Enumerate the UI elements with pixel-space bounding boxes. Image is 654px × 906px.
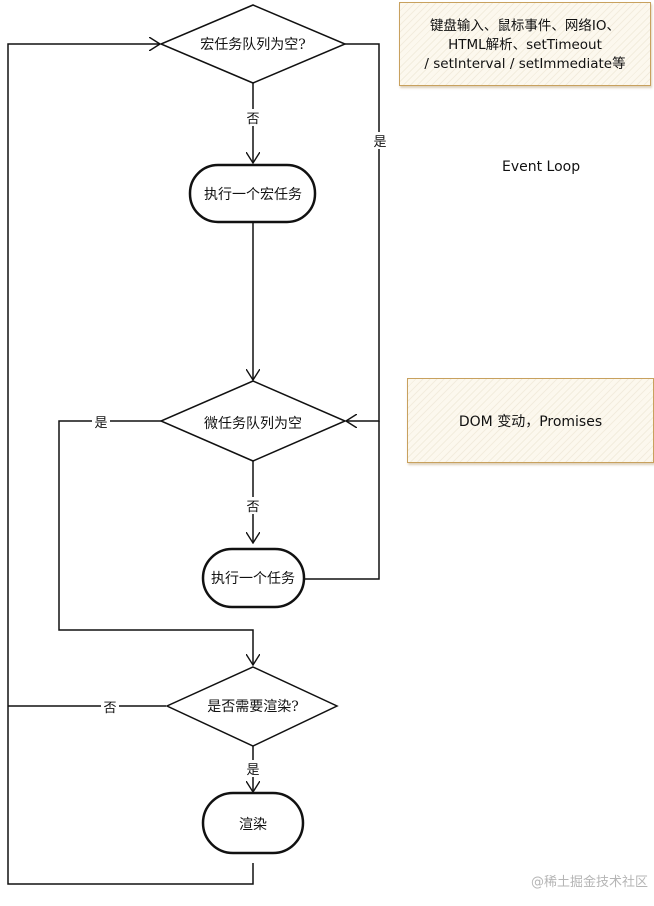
edge-micro-yes [58,420,253,665]
edge-label-micro-no: 否 [246,500,259,515]
note-macro-line-3: / setInterval / setImmediate等 [424,55,626,72]
edge-label-micro-yes: 是 [94,416,107,431]
run-micro-label: 执行一个任务 [211,571,295,587]
process-run-macro-task [188,163,317,224]
render-check-label: 是否需要渲染? [207,699,299,715]
edge-label-render-yes: 是 [246,763,259,778]
diagram-title: Event Loop [502,159,581,175]
edge-render-loop-back [7,44,254,885]
run-macro-label: 执行一个宏任务 [204,187,302,203]
edge-label-macro-yes: 是 [373,135,386,150]
edge-label-macro-no: 否 [246,112,259,127]
edge-micro-loop-back [304,421,380,580]
macro-check-label: 宏任务队列为空? [200,37,306,53]
note-macro-line-1: 键盘输入、鼠标事件、网络IO、 [429,17,621,34]
decision-need-render [165,666,339,747]
note-micro-text: DOM 变动，Promises [458,413,603,430]
edge-macro-yes [345,43,380,421]
note-macro-line-2: HTML解析、setTimeout [448,36,602,53]
process-run-micro-task [201,547,306,609]
decision-micro-queue-empty [159,380,347,462]
watermark: @稀土掘金技术社区 [530,875,648,890]
note-micro-task-sources: DOM 变动，Promises [407,378,654,463]
note-macro-task-sources: 键盘输入、鼠标事件、网络IO、 HTML解析、setTimeout / setI… [399,2,651,86]
micro-check-label: 微任务队列为空 [204,416,302,432]
edge-label-render-no: 否 [103,701,116,716]
decision-macro-queue-empty [159,4,347,84]
process-render [201,791,305,855]
render-label: 渲染 [239,817,267,833]
